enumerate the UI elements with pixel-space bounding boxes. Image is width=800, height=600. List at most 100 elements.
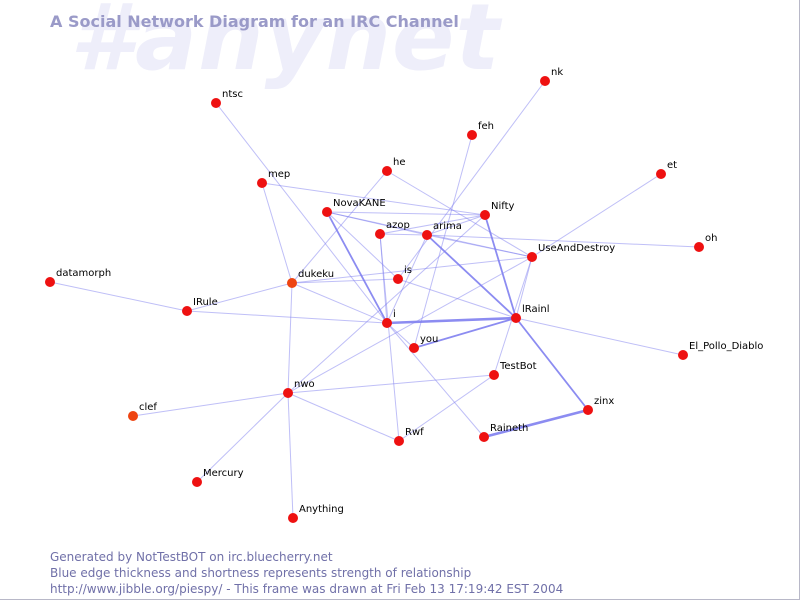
node-label-UseAndDestroy: UseAndDestroy [538,243,615,254]
node-Anything[interactable]: Anything [288,504,344,523]
edge-nwo-Anything [287,392,294,519]
edge-feh-you [413,134,473,349]
node-dot-he[interactable] [382,166,392,176]
edge-UseAndDestroy-lRainl [515,256,533,319]
node-et[interactable]: et [656,160,677,179]
node-dot-TestBot[interactable] [489,370,499,380]
node-label-Raineth: Raineth [490,423,528,434]
node-dot-Nifty[interactable] [480,210,490,220]
node-Nifty[interactable]: Nifty [480,201,515,220]
node-label-nwo: nwo [294,379,315,390]
node-dot-arima[interactable] [422,230,432,240]
node-label-NovaKANE: NovaKANE [333,198,386,209]
node-dukeku[interactable]: dukeku [287,269,334,288]
node-dot-ntsc[interactable] [211,98,221,108]
edge-NovaKANE-arima [326,211,428,236]
edge-he-dukeku [291,170,388,284]
node-label-Mercury: Mercury [203,468,244,479]
node-dot-datamorph[interactable] [45,277,55,287]
node-dot-Rwf[interactable] [394,436,404,446]
node-IRule[interactable]: IRule [182,297,218,316]
node-dot-is[interactable] [393,274,403,284]
node-dot-azop[interactable] [375,229,385,239]
node-label-arima: arima [433,221,462,232]
node-dot-feh[interactable] [467,130,477,140]
edge-lRainl-zinx [515,317,589,411]
node-El_Pollo_Diablo[interactable]: El_Pollo_Diablo [678,341,763,360]
node-oh[interactable]: oh [694,233,717,252]
edge-nk-is [397,80,546,280]
node-label-mep: mep [268,169,290,180]
node-nwo[interactable]: nwo [283,379,315,398]
edge-dukeku-UseAndDestroy [291,256,533,284]
node-dot-zinx[interactable] [583,405,593,415]
node-dot-Mercury[interactable] [192,477,202,487]
node-feh[interactable]: feh [467,121,494,140]
node-Rwf[interactable]: Rwf [394,427,424,446]
node-label-TestBot: TestBot [499,361,537,372]
node-dot-Anything[interactable] [288,513,298,523]
node-dot-nwo[interactable] [283,388,293,398]
node-zinx[interactable]: zinx [583,396,614,415]
edge-mep-Nifty [261,182,486,216]
node-dot-mep[interactable] [257,178,267,188]
edge-UseAndDestroy-nwo [287,256,533,394]
node-Mercury[interactable]: Mercury [192,468,244,487]
edge-you-lRainl [413,317,517,349]
node-dot-et[interactable] [656,169,666,179]
node-label-datamorph: datamorph [56,268,111,279]
node-arima[interactable]: arima [422,221,462,240]
edge-IRule-i [186,310,388,324]
edge-azop-Rwf [379,233,400,442]
node-mep[interactable]: mep [257,169,290,188]
node-dot-i[interactable] [382,318,392,328]
node-dot-oh[interactable] [694,242,704,252]
node-ntsc[interactable]: ntsc [211,89,243,108]
footer-source-link[interactable]: http://www.jibble.org/piespy/ - This fra… [50,582,564,596]
node-label-Rwf: Rwf [405,427,424,438]
edge-arima-oh [426,234,700,248]
node-dot-NovaKANE[interactable] [322,207,332,217]
node-UseAndDestroy[interactable]: UseAndDestroy [527,243,615,262]
node-label-i: i [393,309,396,320]
edge-TestBot-Rwf [398,374,495,442]
footer: Generated by NotTestBOT on irc.bluecherr… [50,549,563,597]
node-label-et: et [667,160,677,171]
node-Raineth[interactable]: Raineth [479,423,528,442]
node-he[interactable]: he [382,157,406,176]
node-you[interactable]: you [409,334,438,353]
node-label-feh: feh [478,121,494,132]
edge-he-UseAndDestroy [386,170,533,258]
node-TestBot[interactable]: TestBot [489,361,537,380]
node-dot-UseAndDestroy[interactable] [527,252,537,262]
node-label-IRule: IRule [193,297,218,308]
node-label-Anything: Anything [299,504,344,515]
edge-is-NovaKANE [326,211,399,280]
node-dot-lRainl[interactable] [511,313,521,323]
node-is[interactable]: is [393,265,412,284]
node-dot-clef[interactable] [128,411,138,421]
node-NovaKANE[interactable]: NovaKANE [322,198,386,217]
node-dot-dukeku[interactable] [287,278,297,288]
node-clef[interactable]: clef [128,402,157,421]
node-dot-El_Pollo_Diablo[interactable] [678,350,688,360]
diagram-title: A Social Network Diagram for an IRC Chan… [50,12,459,31]
node-dot-IRule[interactable] [182,306,192,316]
node-lRainl[interactable]: lRainl [511,304,550,323]
node-dot-Raineth[interactable] [479,432,489,442]
node-datamorph[interactable]: datamorph [45,268,111,287]
node-label-oh: oh [705,233,717,244]
edge-nwo-clef [132,392,289,417]
node-nk[interactable]: nk [540,67,563,86]
node-dot-nk[interactable] [540,76,550,86]
node-dot-you[interactable] [409,343,419,353]
node-azop[interactable]: azop [375,220,410,239]
node-label-lRainl: lRainl [522,304,550,315]
edge-nwo-Mercury [196,392,289,483]
edge-arima-Nifty [426,214,486,236]
edge-datamorph-IRule [49,281,188,312]
node-i[interactable]: i [382,309,396,328]
edges-layer [49,80,700,519]
